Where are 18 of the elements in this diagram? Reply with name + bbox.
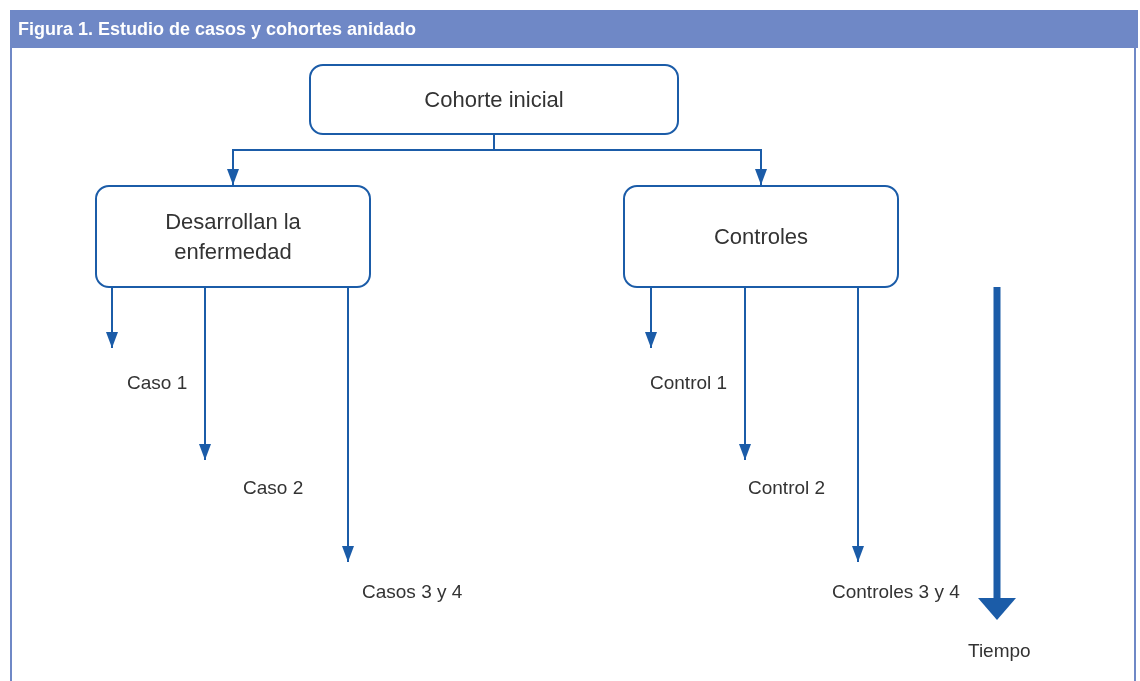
outcome-label: Casos 3 y 4 [340, 562, 463, 603]
axis-label: Tiempo [968, 640, 1031, 662]
process-box: Desarrollan la enfermedad [95, 185, 371, 288]
arrow [342, 287, 354, 563]
outcome-label: Controles 3 y 4 [832, 562, 960, 603]
outcome-label: Caso 2 [197, 460, 304, 499]
process-box: Cohorte inicial [309, 64, 679, 135]
arrow [493, 134, 767, 186]
process-box: Controles [623, 185, 899, 288]
outcome-label: Caso 1 [104, 348, 188, 394]
arrow [739, 287, 751, 461]
outcome-label: Control 2 [737, 460, 826, 499]
arrow [852, 287, 864, 563]
arrow [106, 287, 118, 349]
arrow [645, 287, 657, 349]
outcome-label: Control 1 [643, 348, 728, 394]
arrow [199, 287, 211, 461]
figure-title: Figura 1. Estudio de casos y cohortes anidado [18, 18, 417, 40]
